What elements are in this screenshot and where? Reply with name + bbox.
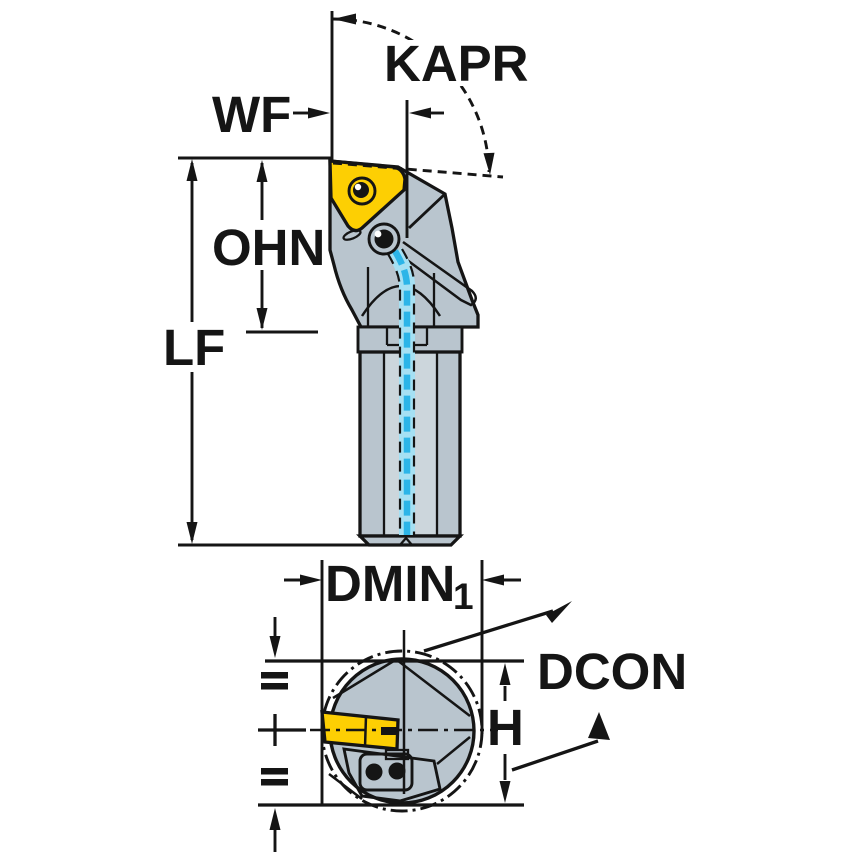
clamp-screw (367, 222, 401, 256)
shank-end-notch (399, 536, 413, 546)
coolant-channel (387, 247, 416, 535)
coolant-flow-line (392, 249, 411, 535)
wf-arrow-right (409, 107, 431, 119)
lf-arrow-up (186, 159, 198, 181)
screw-highlight (374, 230, 382, 238)
center-mark (258, 714, 306, 746)
ohn-label: OHN (212, 219, 325, 276)
upper-view: KAPR WF OHN LF (163, 11, 529, 547)
insert-hole-highlight (354, 183, 362, 191)
center-arrow-bottom (269, 808, 281, 830)
wf-label: WF (212, 86, 291, 143)
h-arrows (499, 663, 511, 803)
center-arrow-top (269, 636, 281, 658)
kapr-reference-line (332, 161, 504, 179)
h-arrow-down (499, 781, 511, 803)
shank-edge-lines (382, 352, 439, 536)
insert-hole-outer (347, 176, 377, 206)
dmin-subscript: 1 (453, 576, 474, 617)
dcon-arrow-lower (588, 712, 610, 740)
equal-mark-bottom-bar2 (261, 779, 288, 786)
dcon-line-lower (511, 739, 599, 772)
kapr-arc-arrow-top (333, 13, 356, 25)
ohn-arrow-up (256, 160, 268, 182)
cartridge-outline (342, 747, 442, 803)
coolant-dash-left (387, 253, 402, 535)
section-facet-lines (328, 657, 471, 800)
equal-marks (261, 672, 288, 786)
lf-arrow-down (186, 522, 198, 544)
dcon-arrow-upper (546, 601, 572, 623)
dmin-arrow-right (482, 574, 504, 586)
section-insert-edge (363, 715, 368, 748)
ohn-arrow-down (256, 308, 268, 330)
dcon-label: DCON (537, 643, 687, 700)
lower-view: DMIN 1 DCON H (258, 555, 687, 852)
wf-arrows (293, 107, 444, 119)
clamp-edge-line (408, 192, 446, 230)
equal-mark-bottom-bar1 (261, 768, 288, 775)
lf-dimension (186, 159, 198, 544)
h-arrow-up (499, 663, 511, 685)
kapr-arc-arrow-bottom (483, 152, 495, 175)
ohn-dimension (246, 160, 318, 334)
insert-corner-detail (342, 229, 362, 241)
h-label: H (487, 699, 524, 756)
coolant-hole-right (388, 762, 406, 780)
dcon-dimension-lines (423, 601, 610, 772)
insert-hole-inner (353, 182, 369, 198)
equal-mark-top-bar2 (261, 683, 288, 690)
wf-arrow-left (308, 107, 330, 119)
dcon-line-upper (423, 609, 554, 653)
equal-mark-top-bar1 (261, 672, 288, 679)
clamp-arm (398, 240, 477, 307)
dmin-dimension (284, 560, 521, 805)
centering-arrows (269, 617, 281, 852)
kapr-label: KAPR (384, 35, 529, 92)
coolant-hole-left (365, 763, 383, 781)
kapr-label-backdrop (381, 40, 523, 86)
shank-end (356, 534, 464, 547)
lf-label: LF (163, 319, 225, 376)
dmin-label: DMIN (325, 555, 455, 612)
section-cartridge (342, 747, 442, 803)
dmin-arrow-left (300, 574, 322, 586)
coolant-dash-right (401, 248, 416, 535)
head-vertical-lines (366, 267, 436, 326)
kapr-angle (332, 13, 523, 179)
